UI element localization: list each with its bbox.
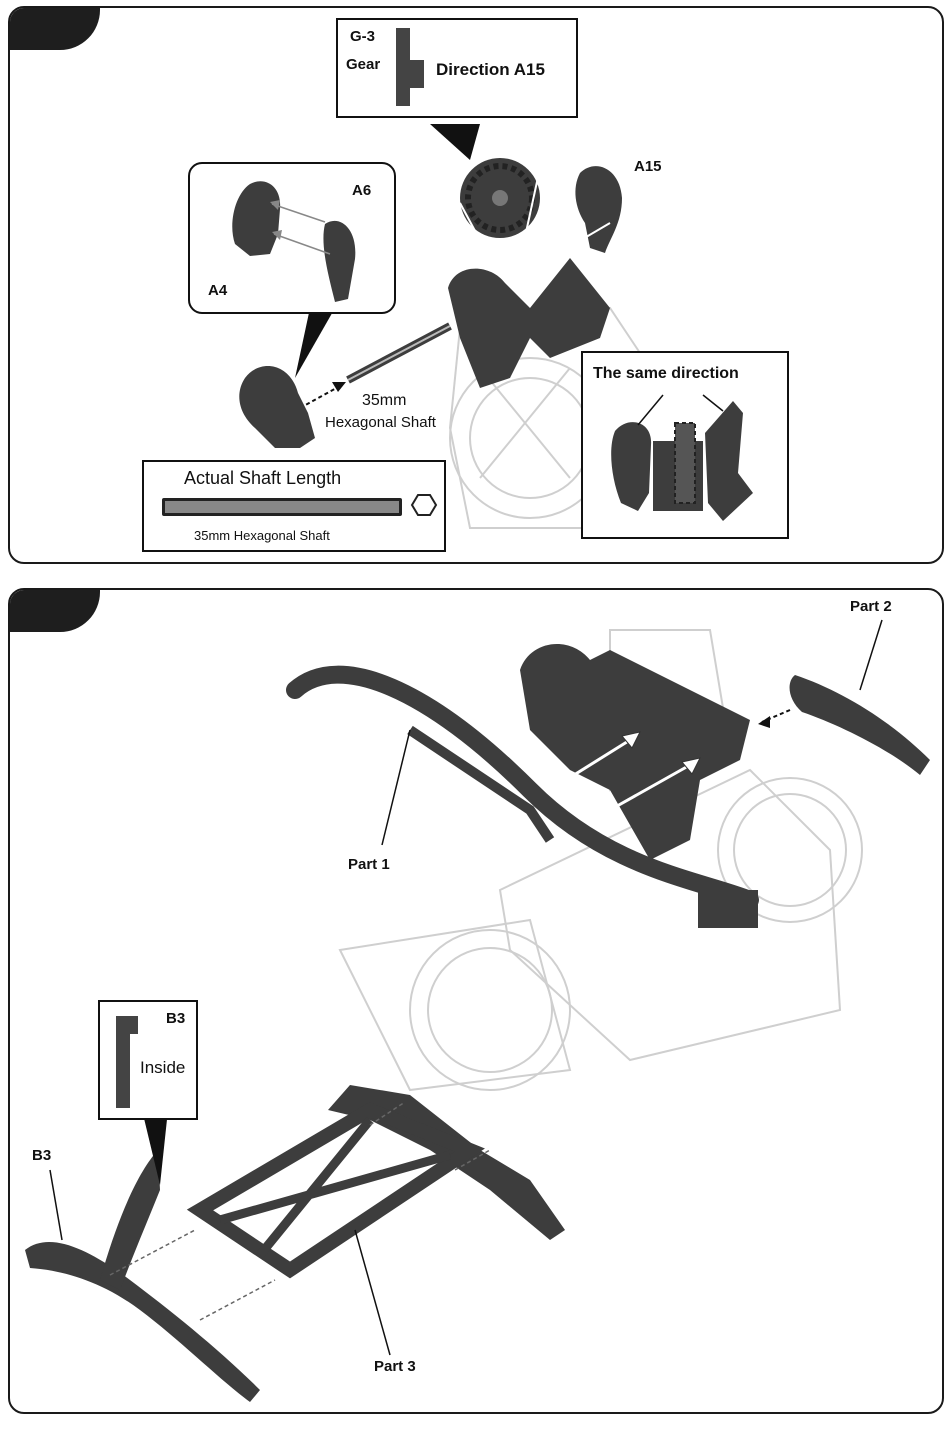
gear-side-icon	[396, 28, 410, 106]
assembly-step-1-panel: G-3 Gear Direction A15 A15 A6 A4 35mm He…	[8, 6, 944, 564]
part-1-label: Part 1	[348, 856, 390, 873]
gear-hub-icon	[410, 60, 424, 88]
b3-profile-notch-icon	[130, 1016, 138, 1034]
g3-gear-direction-callout: G-3 Gear Direction A15	[336, 18, 578, 118]
actual-shaft-caption: 35mm Hexagonal Shaft	[194, 528, 330, 543]
a6-part	[323, 221, 355, 302]
hexagonal-shaft-part	[348, 326, 450, 380]
a4-a6-detail-box: A6 A4	[188, 162, 396, 314]
a4-a6-callout-pointer	[295, 308, 335, 378]
part-3-cross-frame	[200, 1110, 470, 1270]
assembly-step-2-panel: Part 1 Part 2 Part 3 B3 B3 Inside	[8, 588, 944, 1414]
b3-callout-code: B3	[166, 1010, 185, 1027]
part-2-leader	[860, 620, 882, 690]
actual-shaft-length-box: Actual Shaft Length 35mm Hexagonal Shaft	[142, 460, 446, 552]
a15-label: A15	[634, 158, 662, 175]
part-1-leader	[382, 730, 410, 845]
gear-callout-pointer	[430, 124, 480, 160]
part-2-label: Part 2	[850, 598, 892, 615]
b3-leader	[50, 1170, 62, 1240]
gear-mount-part	[520, 644, 750, 860]
shaft-insert-arrow	[300, 386, 340, 408]
g3-code-label: G-3	[350, 28, 375, 45]
part-2-cover	[790, 675, 930, 775]
b3-profile-icon	[116, 1016, 130, 1108]
b3-inside-label: Inside	[140, 1058, 185, 1078]
a4-a6-assembled-part	[239, 366, 315, 448]
same-direction-detail-box: The same direction	[581, 351, 789, 539]
same-direction-drawing	[583, 353, 787, 537]
direction-a15-label: Direction A15	[436, 60, 545, 80]
a6-label: A6	[352, 182, 371, 199]
g3-gear-label: Gear	[346, 56, 380, 73]
shaft-type-label: Hexagonal Shaft	[325, 414, 436, 431]
a4-part	[232, 181, 280, 256]
lower-chassis-line-art	[340, 920, 570, 1090]
a4-label: A4	[208, 282, 227, 299]
b3-label: B3	[32, 1147, 51, 1164]
part-3-leader	[355, 1230, 390, 1355]
b3-stand-left	[25, 1242, 260, 1402]
shaft-length-label: 35mm	[362, 392, 406, 410]
b3-inside-callout: B3 Inside	[98, 1000, 198, 1120]
part-3-label: Part 3	[374, 1358, 416, 1375]
